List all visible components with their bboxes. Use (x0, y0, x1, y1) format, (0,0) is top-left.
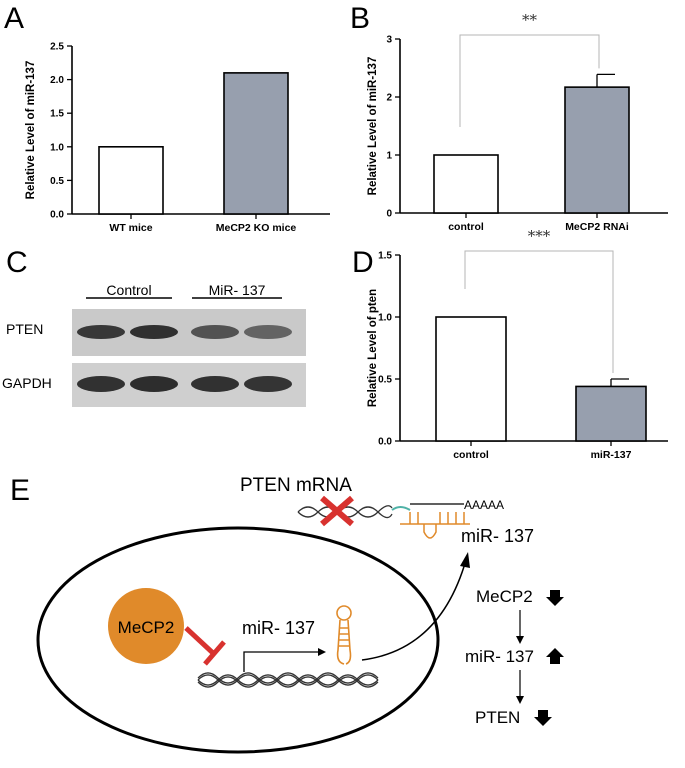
x-tick-label: MeCP2 RNAi (565, 221, 629, 233)
mecp2-circle (108, 588, 184, 664)
y-tick-label: 3 (386, 35, 392, 46)
x-tick-label: WT mice (109, 222, 152, 234)
y-tick-label: 0.0 (50, 210, 64, 221)
y-tick-label: 1.5 (378, 251, 392, 262)
down-arrow-icon (534, 710, 552, 726)
bar (564, 86, 630, 214)
panel-label-d: D (352, 246, 374, 279)
significance-label: ** (522, 11, 538, 29)
y-tick-label: 1.0 (50, 142, 64, 153)
y-axis-label: Relative Level of miR-137 (367, 57, 379, 196)
protein-band (77, 376, 125, 392)
mirna-top-label: miR- 137 (461, 526, 534, 546)
significance-bracket (464, 250, 614, 373)
transcription-arrow (243, 651, 318, 672)
inhibit-line (184, 626, 216, 656)
bar (435, 316, 507, 442)
cascade-arrowhead-1 (516, 636, 524, 644)
x-tick-label: control (453, 449, 489, 461)
bar (223, 72, 289, 215)
significance-bracket (459, 34, 600, 127)
protein-band (130, 325, 178, 339)
seed-region (391, 506, 411, 511)
export-arrowhead (460, 552, 470, 568)
bar (98, 146, 164, 215)
y-tick-label: 1 (386, 151, 392, 162)
y-tick-label: 2.5 (50, 42, 64, 53)
y-tick-label: 0 (386, 209, 392, 220)
y-tick-label: 0.5 (50, 176, 64, 187)
cascade-arrowhead-2 (516, 696, 524, 704)
panel-label-a: A (4, 2, 24, 35)
protein-band (244, 376, 292, 392)
protein-band (191, 325, 239, 339)
dna-helix-icon (197, 672, 379, 688)
x-tick-label: miR-137 (591, 449, 632, 461)
protein-band (77, 325, 125, 339)
inhibit-bar (203, 640, 226, 666)
up-arrow-icon (546, 648, 564, 664)
y-tick-label: 2 (386, 93, 392, 104)
poly-a-tail: AAAAA (464, 498, 504, 512)
cascade-mecp2: MeCP2 (476, 587, 533, 606)
y-axis-label: Relative Level of miR-137 (25, 61, 37, 200)
y-tick-label: 0.5 (378, 375, 392, 386)
mirna-gene-label: miR- 137 (242, 618, 315, 638)
significance-label: *** (528, 227, 551, 245)
export-arrow (361, 559, 467, 661)
blot-row-gapdh: GAPDH (2, 375, 52, 391)
protein-band (191, 376, 239, 392)
mirna-duplex-icon (400, 512, 470, 539)
blot-row-pten: PTEN (6, 321, 43, 337)
transcription-arrowhead (318, 648, 326, 656)
cascade-pten: PTEN (475, 708, 520, 727)
x-tick-label: control (448, 221, 484, 233)
x-tick-label: MeCP2 KO mice (216, 222, 297, 234)
panel-label-b: B (350, 2, 370, 35)
mechanism-diagram: MeCP2 miR- 137 PTEN mRNA (36, 475, 564, 754)
down-arrow-icon (546, 590, 564, 606)
bar (575, 385, 647, 442)
blot-group-control: Control (106, 282, 151, 298)
protein-band (244, 325, 292, 339)
mecp2-circle-label: MeCP2 (118, 618, 175, 637)
y-tick-label: 1.0 (378, 313, 392, 324)
cascade-mirna: miR- 137 (465, 647, 534, 666)
y-axis-label: Relative Level of pten (367, 289, 379, 407)
hairpin-mirna-icon (336, 605, 352, 665)
y-tick-label: 2.0 (50, 75, 64, 86)
pten-mrna-label: PTEN mRNA (240, 475, 352, 496)
panel-label-e: E (10, 474, 30, 507)
cell-outline (36, 526, 440, 754)
western-blot: Control MiR- 137 PTEN GAPDH (2, 282, 306, 407)
protein-band (130, 376, 178, 392)
y-tick-label: 0.0 (378, 437, 392, 448)
block-x-icon (320, 495, 354, 527)
blot-group-mir137: MiR- 137 (209, 282, 266, 298)
y-tick-label: 1.5 (50, 109, 64, 120)
panel-label-c: C (6, 246, 28, 279)
bar (433, 154, 499, 214)
